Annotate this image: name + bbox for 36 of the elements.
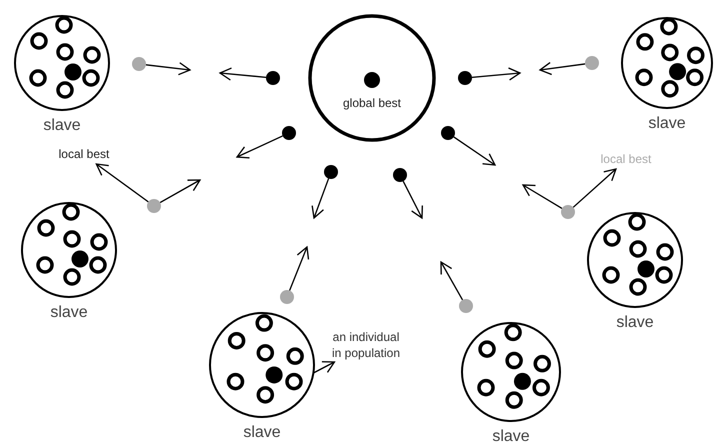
arrow (236, 135, 283, 158)
node-label: slave (43, 117, 81, 135)
annotation-text: an individual in population (330, 329, 402, 362)
dot-marker (266, 71, 280, 85)
node-label: slave (616, 314, 654, 332)
dot-marker (282, 126, 296, 140)
arrow (289, 246, 310, 291)
arrow (146, 62, 191, 76)
dot-marker (280, 290, 294, 304)
node-label: global best (342, 96, 402, 110)
arrow (160, 179, 201, 204)
node-label: slave (648, 115, 686, 133)
arrow (96, 163, 149, 202)
dot-marker (441, 126, 455, 140)
dot-marker (324, 165, 338, 179)
dot-marker (132, 57, 146, 71)
arrow (572, 168, 617, 208)
dot-marker (459, 299, 473, 313)
arrow (522, 184, 562, 209)
dot-marker (147, 199, 161, 213)
arrow (453, 136, 496, 166)
arrow (472, 67, 521, 81)
dot-marker (561, 205, 575, 219)
node-label: slave (492, 428, 530, 446)
arrow (440, 261, 464, 300)
dot-marker (585, 56, 599, 70)
dot-marker (393, 168, 407, 182)
annotation-text: local best (58, 146, 110, 162)
node-label: slave (50, 304, 88, 322)
arrow (219, 67, 266, 81)
arrow (312, 178, 330, 219)
annotation-text: local best (600, 151, 652, 168)
arrow (539, 62, 586, 76)
arrow (402, 180, 423, 219)
node-label: slave (243, 424, 281, 442)
dot-marker (458, 71, 472, 85)
